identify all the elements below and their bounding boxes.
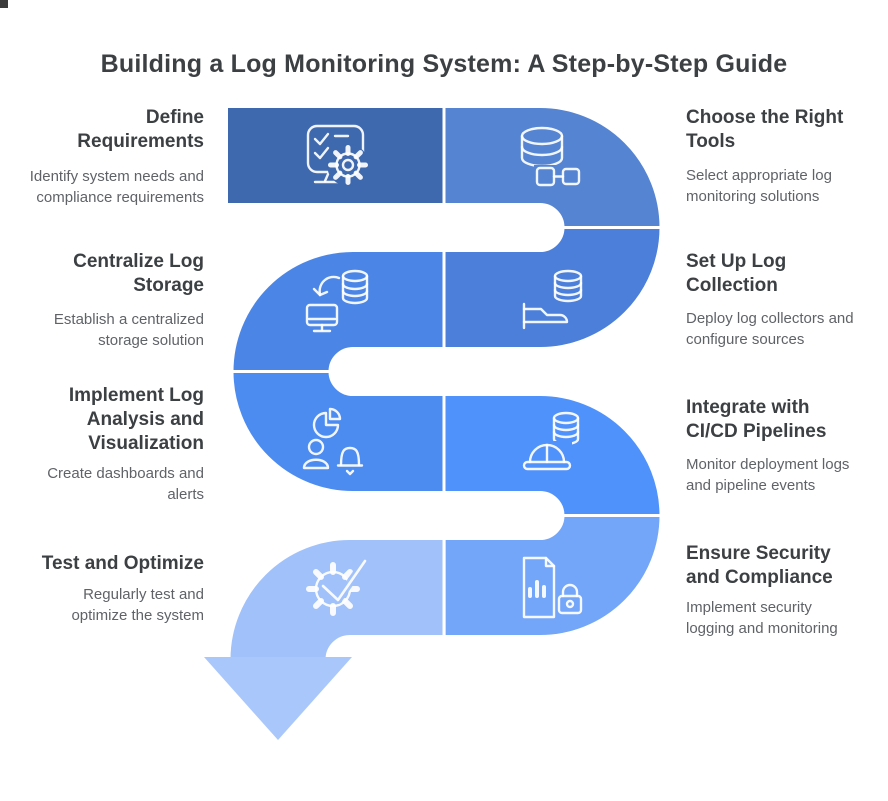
step-desc-choose-tools: Select appropriate log monitoring soluti… [686,167,832,205]
step-title-setup-collection: Set Up Log Collection [686,251,787,296]
log-collector-icon [522,269,583,330]
step-title-cicd: Integrate with CI/CD Pipelines [686,397,827,442]
flow-segment-test-optimize [230,540,446,662]
step-title-log-analysis: Implement Log Analysis and Visualization [68,385,204,454]
analytics-alert-icon [302,407,365,476]
step-title-choose-tools: Choose the Right Tools [686,107,844,152]
database-link-icon [520,126,583,190]
flow-end-arrowhead [204,657,352,740]
flow-segment-setup-collection [444,225,660,347]
step-desc-log-analysis: Create dashboards and alerts [47,465,204,503]
gear-check-icon [306,557,369,616]
step-desc-security-compliance: Implement security logging and monitorin… [686,599,838,637]
flow-segment-security [444,513,660,635]
pipeline-database-icon [518,411,580,473]
step-desc-cicd: Monitor deployment logs and pipeline eve… [686,456,850,494]
step-title-define-requirements: Define Requirements [77,107,204,152]
page-title: Building a Log Monitoring System: A Step… [100,50,788,78]
step-title-centralize-storage: Centralize Log Storage [73,251,204,296]
step-desc-define-requirements: Identify system needs and compliance req… [29,168,204,206]
step-title-test-optimize: Test and Optimize [41,553,204,574]
step-desc-centralize-storage: Establish a centralized storage solution [53,311,204,349]
flow-segment-centralize-storage [233,252,446,374]
flow-segment-choose-tools [444,108,660,230]
step-desc-setup-collection: Deploy log collectors and configure sour… [686,310,854,348]
checklist-gear-icon [306,124,369,186]
step-title-security-compliance: Ensure Security and Compliance [686,543,833,588]
step-desc-test-optimize: Regularly test and optimize the system [71,586,204,624]
storage-sync-icon [305,269,369,333]
corner-mark [0,0,8,8]
secure-log-icon [522,556,585,619]
flow-segment-log-analysis [233,369,446,491]
segment-dividers [232,108,661,635]
